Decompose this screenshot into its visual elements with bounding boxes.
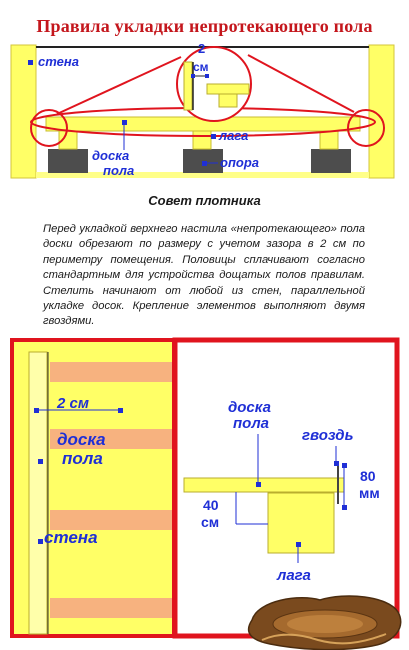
gap-number-label-right: 40: [203, 497, 219, 513]
marker-dot: [256, 482, 261, 487]
right-lag-label: лага: [276, 567, 311, 584]
advice-paragraph: Перед укладкой верхнего настила «непроте…: [43, 223, 365, 328]
left-board-label-line2: пола: [62, 449, 103, 468]
marker-dot: [334, 461, 339, 466]
wall-strip: [28, 351, 48, 635]
marker-dot: [211, 134, 216, 139]
height-unit-label: мм: [359, 485, 380, 501]
marker-dot: [296, 542, 301, 547]
wall-label: стена: [38, 54, 79, 69]
height-number-label: 80: [360, 468, 376, 484]
support-block: [311, 149, 351, 173]
lag-strip: [50, 598, 172, 618]
right-board-label-line2: пола: [233, 415, 269, 432]
marker-dot: [122, 120, 127, 125]
marker-dot: [38, 539, 43, 544]
marker-dot: [34, 408, 39, 413]
highlight-circle-left: [30, 109, 68, 147]
lag-strip: [50, 362, 172, 382]
gap-unit-label: см: [193, 60, 209, 74]
floor-strip: [36, 172, 369, 178]
top-cross-section-diagram: 2 см стена доска пола лага опора: [10, 41, 395, 179]
marker-dot: [118, 408, 123, 413]
lag-label: лага: [218, 128, 248, 143]
marker-dot: [202, 161, 207, 166]
marker-dot: [191, 74, 195, 78]
zoom-line-right: [247, 54, 355, 113]
left-board-label-line1: доска: [57, 430, 106, 449]
page-title: Правила укладки непротекающего пола: [36, 16, 373, 36]
section-subtitle: Совет плотника: [148, 193, 261, 208]
marker-dot: [342, 463, 347, 468]
board-label-line1: доска: [92, 148, 129, 163]
lag-strip: [50, 510, 172, 530]
support-block: [48, 149, 88, 173]
gap-number-label: 2: [198, 41, 205, 56]
zoom-wall: [183, 61, 193, 111]
lag-strip: [50, 429, 172, 449]
gap-unit-label-right: см: [201, 514, 219, 530]
highlight-circle-right: [347, 109, 385, 147]
nail-label: гвоздь: [302, 427, 354, 444]
zoom-line-left: [56, 56, 182, 115]
marker-dot: [342, 505, 347, 510]
marker-dot: [38, 459, 43, 464]
logo-emblem: [247, 595, 402, 650]
marker-dot: [28, 60, 33, 65]
zoom-post: [218, 93, 238, 108]
support-label: опора: [220, 155, 259, 170]
marker-dot: [205, 74, 209, 78]
left-wall-label: стена: [44, 528, 98, 547]
left-gap-label: 2 см: [56, 395, 89, 412]
detail-board: [183, 477, 345, 493]
right-board-label-line1: доска: [228, 399, 271, 416]
left-wall: [10, 44, 37, 179]
board-label-line2: пола: [103, 163, 134, 178]
